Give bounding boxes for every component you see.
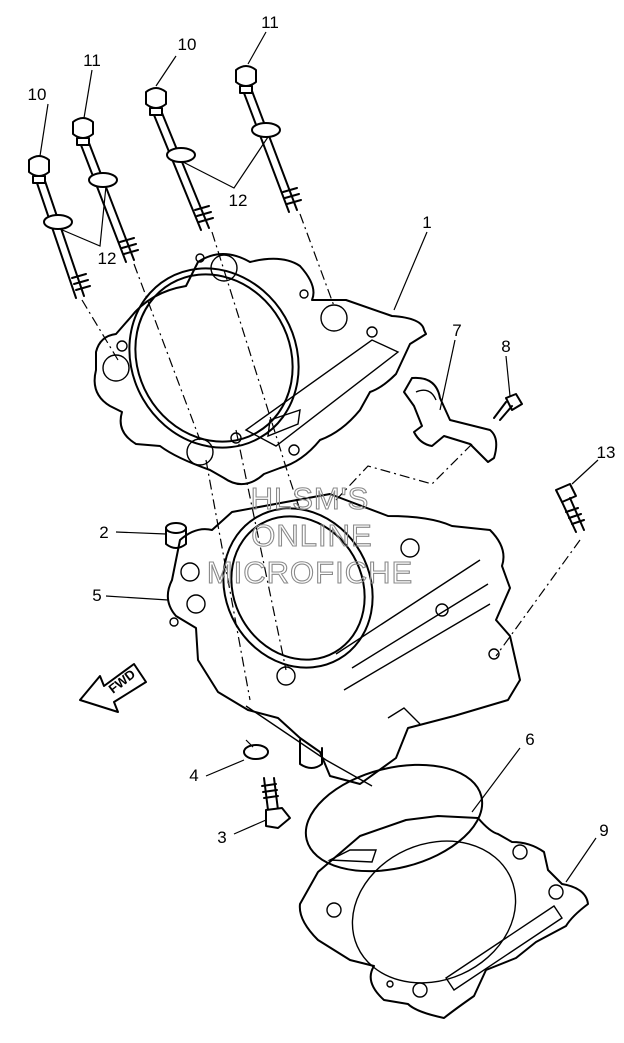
watermark: HLSM'S ONLINE MICROFICHE — [206, 480, 413, 590]
watermark-line-3: MICROFICHE — [207, 555, 413, 590]
callout-7: 7 — [452, 321, 461, 340]
washer-12-b — [88, 172, 118, 188]
callout-9: 9 — [599, 821, 608, 840]
washer-12-c — [166, 147, 196, 163]
bolt-11-right — [235, 65, 302, 213]
oring-4 — [243, 744, 269, 760]
callout-10-left: 10 — [28, 85, 47, 104]
bolt-3 — [261, 777, 291, 829]
fwd-direction-arrow: FWD — [79, 663, 147, 713]
oring-6 — [304, 763, 484, 873]
callout-2: 2 — [99, 523, 108, 542]
callout-11-right: 11 — [261, 13, 279, 32]
bolt-10-left — [28, 155, 91, 299]
watermark-line-1: HLSM'S — [251, 481, 370, 516]
callout-5: 5 — [92, 586, 101, 605]
callout-10-right: 10 — [178, 35, 197, 54]
callout-8: 8 — [501, 337, 510, 356]
washer-12-a — [43, 214, 73, 230]
callout-3: 3 — [217, 828, 226, 847]
bolt-13 — [555, 483, 585, 533]
callout-13: 13 — [597, 443, 616, 462]
callout-12-right: 12 — [229, 191, 248, 210]
callout-12-left: 12 — [98, 249, 117, 268]
bolt-8 — [493, 393, 523, 421]
watermark-line-2: ONLINE — [251, 518, 372, 553]
callout-1: 1 — [422, 213, 431, 232]
clamp-7 — [403, 376, 498, 463]
callout-4: 4 — [189, 766, 198, 785]
head-gasket — [93, 253, 427, 485]
base-gasket-9 — [298, 815, 589, 1019]
bolt-11-left — [72, 117, 139, 263]
bolt-10-right — [145, 87, 214, 231]
callout-11-left: 11 — [83, 51, 101, 70]
washer-12-d — [251, 122, 281, 138]
callout-6: 6 — [525, 730, 534, 749]
dowel-pin-2 — [165, 522, 187, 549]
